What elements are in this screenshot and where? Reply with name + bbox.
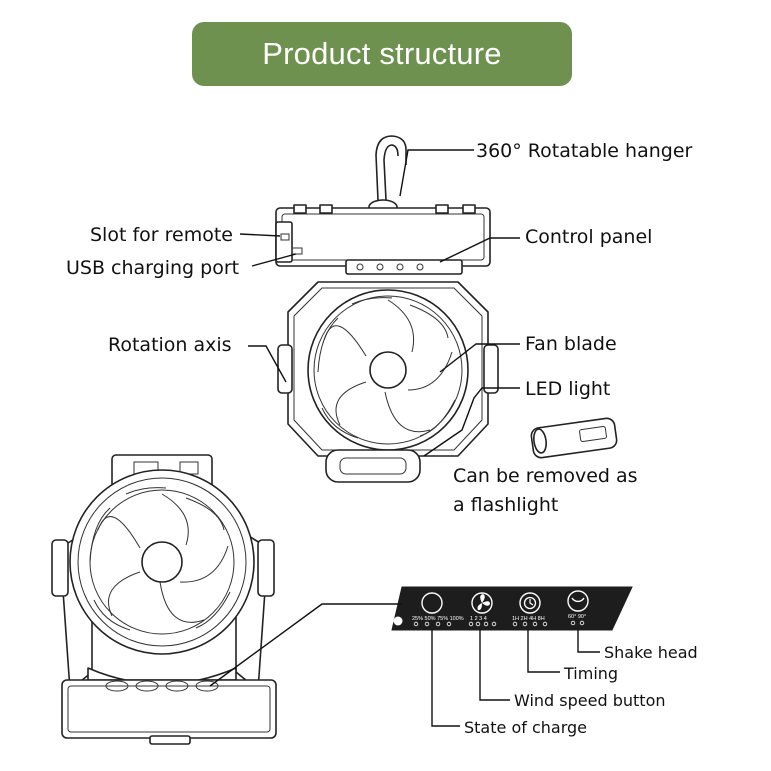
control-panel-closeup: 25% 50% 75% 100% 1 2 3 4 1H 2H 4H 8H 60° — [391, 586, 633, 631]
top-fan-illustration — [275, 135, 499, 483]
label-removable-line2: a flashlight — [453, 494, 558, 516]
label-timing: Timing — [563, 664, 618, 683]
bottom-fan-blade-lines — [89, 487, 231, 631]
label-led-light: LED light — [525, 378, 610, 400]
label-fan-blade: Fan blade — [525, 333, 617, 355]
label-slot-for-remote: Slot for remote — [90, 224, 233, 246]
label-wind-speed-button: Wind speed button — [514, 691, 666, 710]
timer-levels: 1H 2H 4H 8H — [512, 616, 545, 622]
label-usb-charging-port: USB charging port — [66, 257, 239, 279]
label-rotatable-hanger: 360° Rotatable hanger — [476, 140, 693, 162]
page-title: Product structure — [262, 36, 502, 71]
power-icon — [393, 616, 403, 626]
top-fan-blade-lines — [317, 297, 456, 439]
angle-levels: 60° 90° — [568, 614, 586, 620]
label-rotation-axis: Rotation axis — [108, 334, 232, 356]
fan-icon — [477, 594, 490, 611]
title-banner: Product structure — [192, 22, 572, 86]
leader-lines — [209, 149, 600, 727]
speed-levels: 1 2 3 4 — [470, 616, 487, 622]
label-control-panel: Control panel — [525, 226, 652, 248]
label-shake-head: Shake head — [604, 643, 698, 662]
label-removable-line1: Can be removed as — [453, 465, 638, 487]
timer-icon — [523, 596, 537, 610]
label-state-of-charge: State of charge — [464, 718, 587, 737]
oscillate-icon — [571, 597, 585, 603]
bottom-fan-illustration — [51, 454, 277, 745]
battery-levels: 25% 50% 75% 100% — [412, 616, 464, 622]
flashlight-illustration — [530, 417, 618, 459]
